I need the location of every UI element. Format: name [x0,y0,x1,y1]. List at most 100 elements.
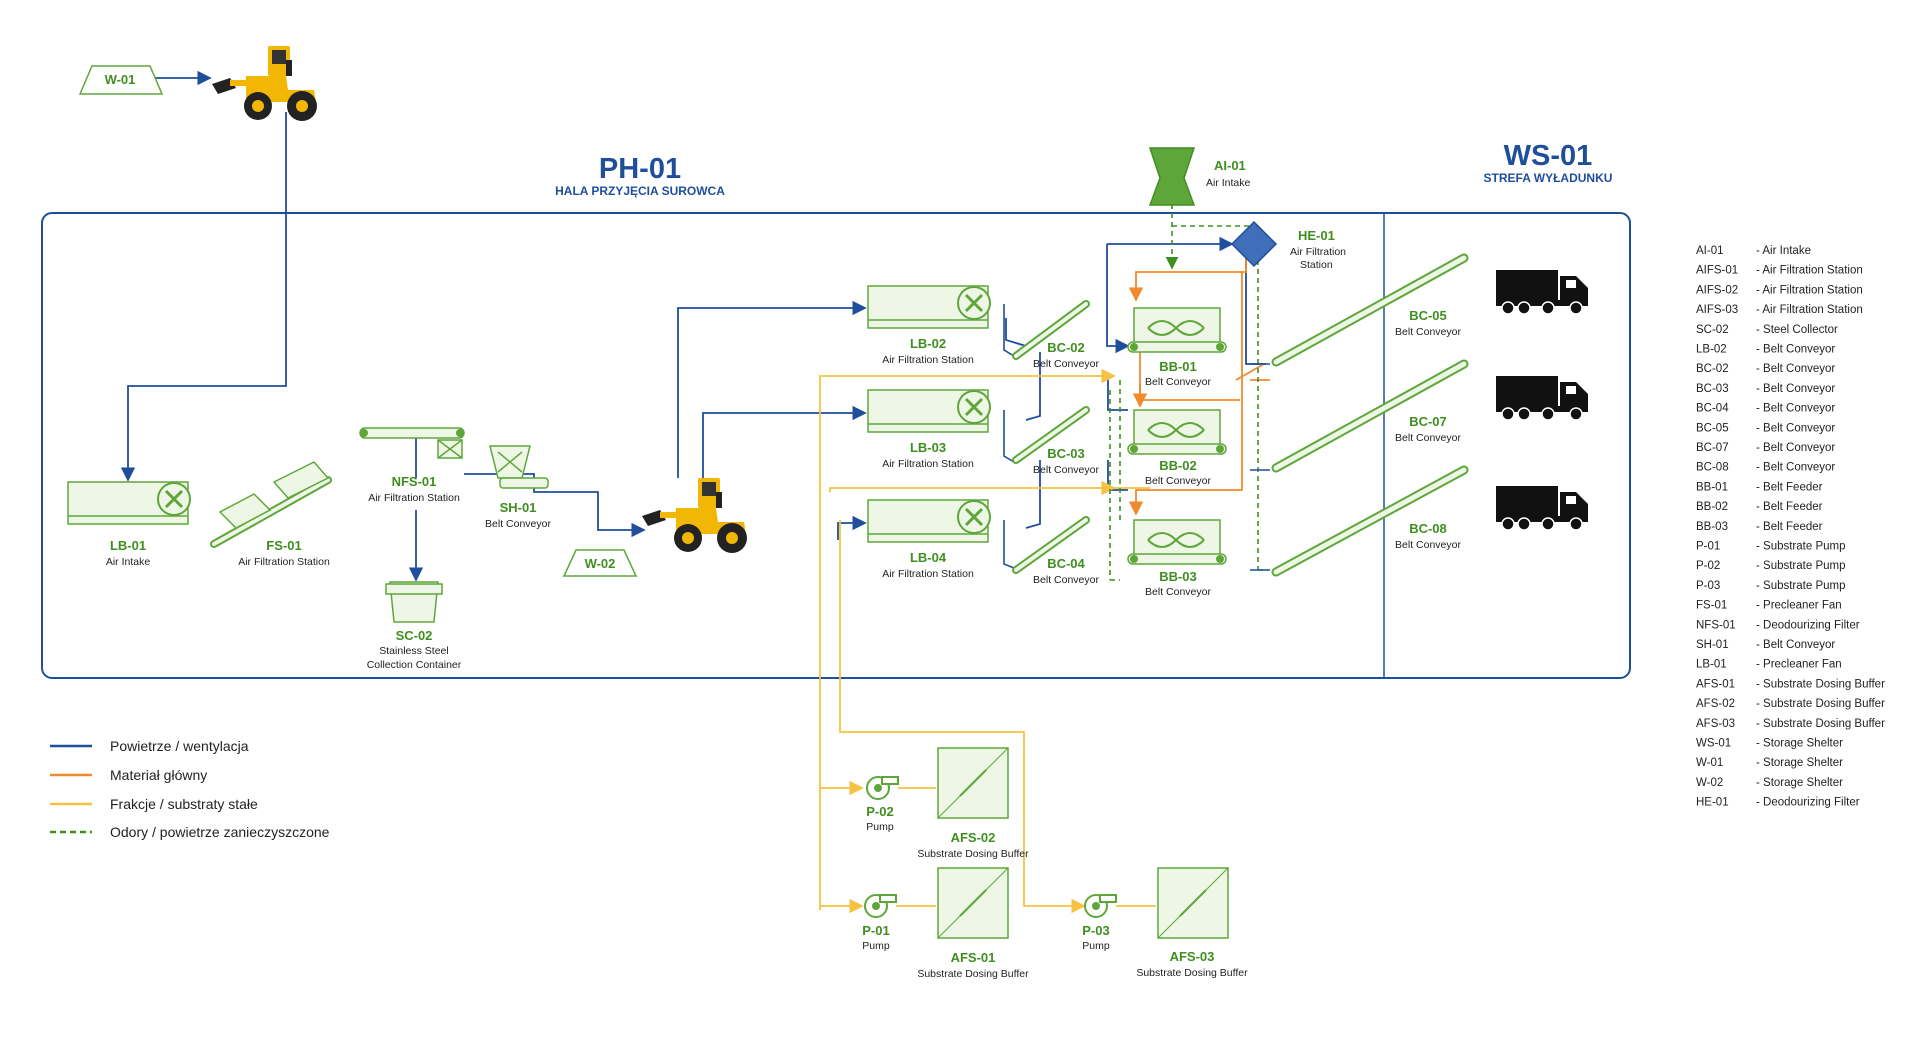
bc03-conveyor[interactable]: BC-03 Belt Conveyor [1012,406,1099,476]
afs02-tag: AFS-02 [951,830,996,845]
lb03-unit[interactable]: LB-03 Air Filtration Station [866,388,992,470]
p02-desc: Pump [866,821,894,833]
key-code: AI-01 [1696,245,1724,257]
legend-label-air: Powietrze / wentylacja [110,738,249,754]
bc05-conveyor[interactable]: BC-05 Belt Conveyor [1271,253,1469,367]
key-desc: - Substrate Dosing Buffer [1756,718,1885,730]
key-code: NFS-01 [1696,619,1736,631]
p01-tag: P-01 [862,923,889,938]
key-desc: - Belt Conveyor [1756,344,1835,356]
he01-station[interactable]: HE-01 Air Filtration Station [1230,220,1346,271]
hall-ws-code: WS-01 [1504,140,1593,172]
afs01-buffer[interactable]: AFS-01 Substrate Dosing Buffer [917,867,1029,980]
key-code: BB-01 [1696,481,1728,493]
bb-bc-connectors [1250,363,1270,571]
key-desc: - Precleaner Fan [1756,600,1842,612]
afs03-buffer[interactable]: AFS-03 Substrate Dosing Buffer [1136,867,1248,979]
key-code: P-01 [1696,541,1720,553]
hall-ph-code: PH-01 [599,153,681,185]
bb03-tag: BB-03 [1159,569,1197,584]
fs01-unit[interactable]: FS-01 Air Filtration Station [210,461,332,568]
key-desc: - Belt Conveyor [1756,403,1835,415]
key-code: AFS-02 [1696,698,1735,710]
key-desc: - Steel Collector [1756,324,1838,336]
bc03-desc: Belt Conveyor [1033,464,1099,476]
bb02-feeder[interactable]: BB-02 Belt Conveyor [1127,409,1227,487]
sc02-desc-2: Collection Container [367,659,462,671]
lb01-unit[interactable]: LB-01 Air Intake [66,480,192,568]
key-code: BC-08 [1696,462,1729,474]
bc07-desc: Belt Conveyor [1395,432,1461,444]
wheel-loader-icon [212,46,317,121]
key-desc: - Storage Shelter [1756,757,1843,769]
bb02-desc: Belt Conveyor [1145,475,1211,487]
key-code: LB-02 [1696,344,1727,356]
nfs01-desc: Air Filtration Station [368,492,460,504]
afs01-tag: AFS-01 [951,950,996,965]
key-desc: - Air Filtration Station [1756,265,1863,277]
key-desc: - Belt Conveyor [1756,383,1835,395]
legend-label-material: Materiał główny [110,767,207,783]
key-code: FS-01 [1696,600,1727,612]
bb03-feeder[interactable]: BB-03 Belt Conveyor [1127,519,1227,598]
bb01-feeder[interactable]: BB-01 Belt Conveyor [1127,307,1227,388]
p03-pump[interactable]: P-03 Pump [1082,894,1117,952]
key-desc: - Deodourizing Filter [1756,619,1860,631]
ai01-tag: AI-01 [1214,158,1246,173]
key-desc: - Belt Feeder [1756,481,1823,493]
sh01-unit[interactable]: SH-01 Belt Conveyor [485,445,551,530]
he01-desc-2: Station [1300,259,1333,271]
legend-label-solids: Frakcje / substraty stałe [110,796,258,812]
key-desc: - Belt Conveyor [1756,462,1835,474]
p03-tag: P-03 [1082,923,1109,938]
key-desc: - Belt Feeder [1756,501,1823,513]
p03-desc: Pump [1082,940,1110,952]
lb-bc-connectors [1003,304,1015,569]
nfs01-tag: NFS-01 [392,474,437,489]
p02-tag: P-02 [866,804,893,819]
afs02-buffer[interactable]: AFS-02 Substrate Dosing Buffer [917,747,1029,860]
ai01-desc: Air Intake [1206,177,1251,189]
bc02-conveyor[interactable]: BC-02 Belt Conveyor [1012,300,1099,370]
afs03-desc: Substrate Dosing Buffer [1136,967,1248,979]
key-code: LB-01 [1696,659,1727,671]
bc04-desc: Belt Conveyor [1033,574,1099,586]
p02-pump[interactable]: P-02 Pump [866,776,899,833]
lb02-unit[interactable]: LB-02 Air Filtration Station [866,284,992,366]
w01-shelter[interactable]: W-01 [78,65,164,95]
key-code: W-02 [1696,777,1723,789]
bb01-desc: Belt Conveyor [1145,376,1211,388]
w02-shelter[interactable]: W-02 [562,549,638,577]
key-desc: - Belt Conveyor [1756,442,1835,454]
bc05-tag: BC-05 [1409,308,1447,323]
key-code: AFS-03 [1696,718,1735,730]
bc08-conveyor[interactable]: BC-08 Belt Conveyor [1271,465,1469,577]
lb03-desc: Air Filtration Station [882,458,974,470]
key-code: BB-03 [1696,521,1728,533]
lb04-tag: LB-04 [910,550,947,565]
nfs01-unit[interactable]: NFS-01 Air Filtration Station [359,427,465,504]
sc02-container[interactable]: SC-02 Stainless Steel Collection Contain… [367,581,462,671]
truck-icon-1 [1495,269,1589,315]
lb04-unit[interactable]: LB-04 Air Filtration Station [866,498,992,580]
key-desc: - Substrate Pump [1756,580,1845,592]
he01-desc-1: Air Filtration [1290,246,1346,258]
bc02-desc: Belt Conveyor [1033,358,1099,370]
bc02-tag: BC-02 [1047,340,1085,355]
ai01-air-intake[interactable]: AI-01 Air Intake [1148,147,1251,206]
p01-pump[interactable]: P-01 Pump [862,894,897,952]
key-code: WS-01 [1696,738,1731,750]
p01-desc: Pump [862,940,890,952]
key-code: BC-05 [1696,422,1729,434]
he01-tag: HE-01 [1298,228,1335,243]
key-code: AIFS-01 [1696,265,1738,277]
air-lines [120,70,1266,540]
bc05-desc: Belt Conveyor [1395,326,1461,338]
key-desc: - Air Intake [1756,245,1811,257]
sh01-tag: SH-01 [500,500,537,515]
bc07-conveyor[interactable]: BC-07 Belt Conveyor [1271,359,1469,473]
truck-icon-3 [1495,485,1589,531]
bc04-conveyor[interactable]: BC-04 Belt Conveyor [1012,516,1099,586]
key-desc: - Storage Shelter [1756,777,1843,789]
lb03-tag: LB-03 [910,440,946,455]
